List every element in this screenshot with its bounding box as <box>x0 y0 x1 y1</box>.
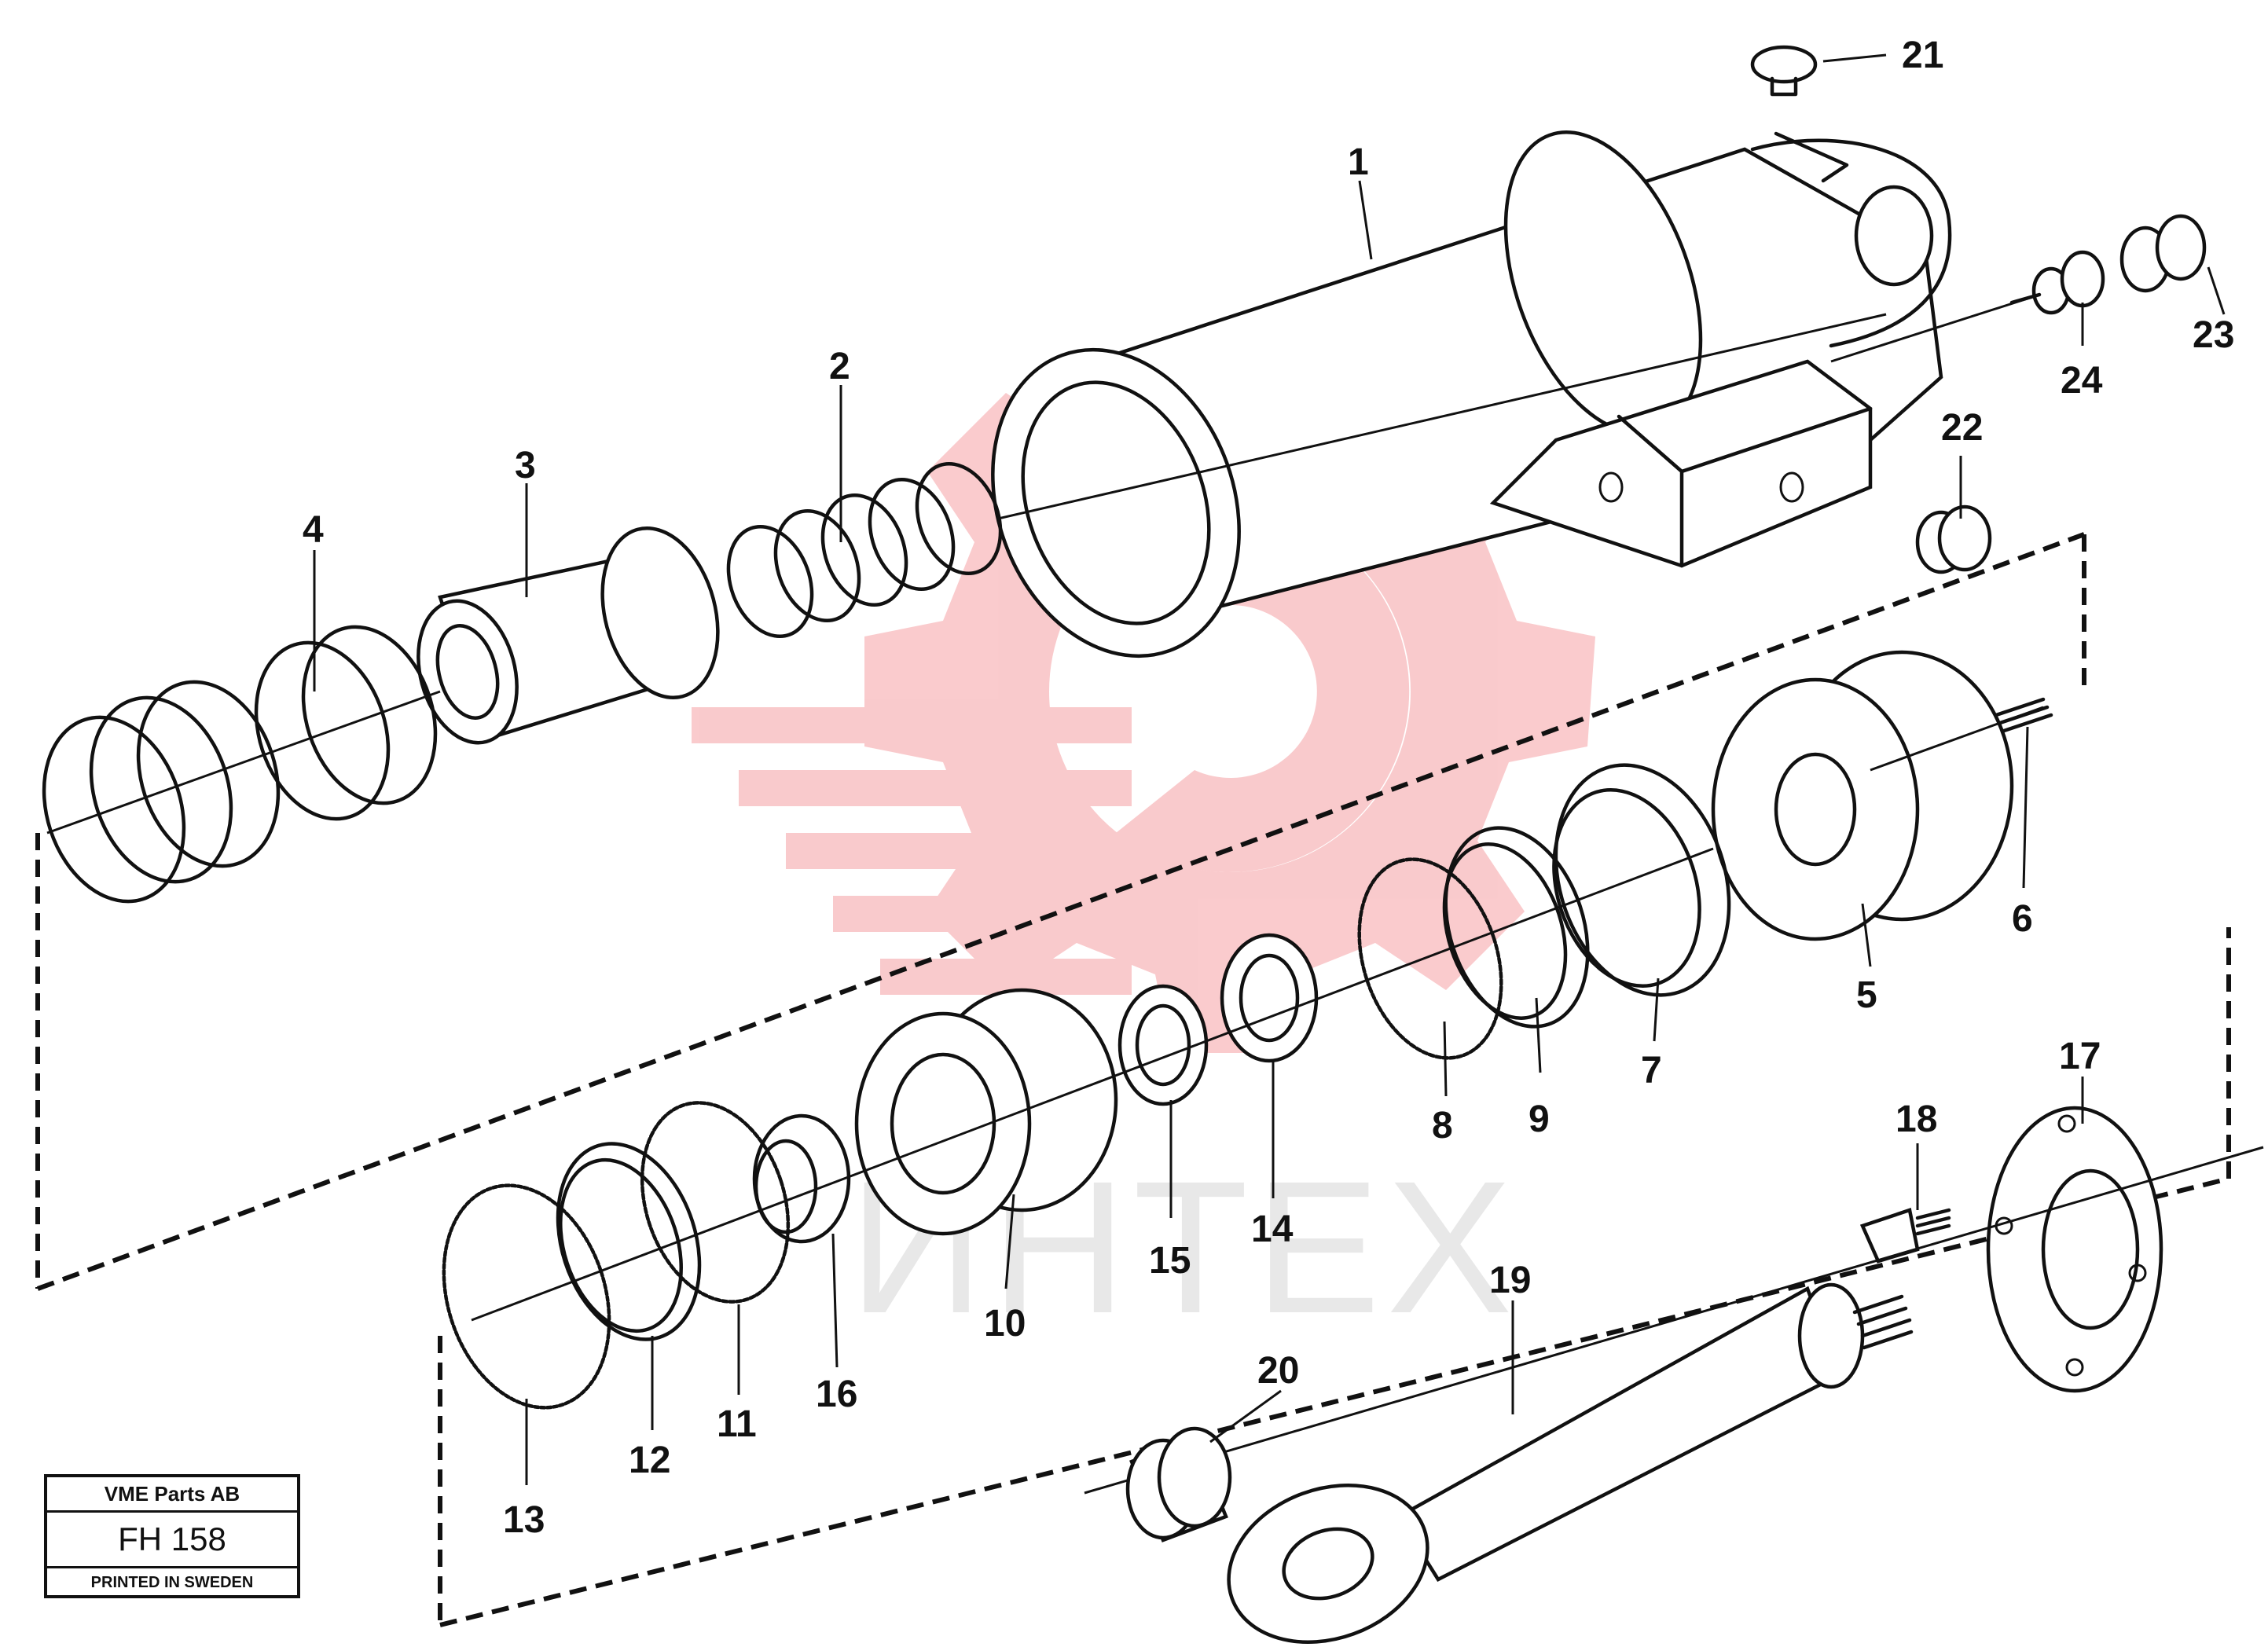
part-piston <box>1711 650 2014 941</box>
callout-11: 11 <box>717 1403 757 1445</box>
callout-14: 14 <box>1251 1209 1294 1250</box>
callout-20: 20 <box>1257 1350 1299 1392</box>
callout-7: 7 <box>1641 1050 1662 1091</box>
part-small-bushing <box>1117 984 1209 1106</box>
part-cylinder-barrel <box>991 130 1952 658</box>
callout-labels: 1 2 3 4 5 6 7 8 9 10 11 12 13 14 15 16 1… <box>303 35 2234 1541</box>
callout-19: 19 <box>1489 1260 1531 1301</box>
part-bolt <box>1859 1208 1951 1264</box>
callout-5: 5 <box>1856 974 1877 1016</box>
watermark-stripes <box>692 707 1132 995</box>
title-block-code: FH 158 <box>47 1513 297 1568</box>
callout-16: 16 <box>816 1374 857 1415</box>
part-piston-rod <box>1084 1146 2264 1644</box>
part-eye-bushing <box>1125 1426 1232 1542</box>
title-block-printed: PRINTED IN SWEDEN <box>90 1574 254 1591</box>
part-plug-21 <box>1750 45 1818 97</box>
part-screw <box>1870 697 2053 772</box>
part-bushing <box>1220 933 1319 1063</box>
part-ring-13 <box>442 1183 611 1410</box>
callout-6: 6 <box>2012 898 2033 940</box>
part-flange <box>1986 1106 2163 1393</box>
part-wiper <box>752 1113 851 1244</box>
piston-group-frame <box>35 532 2086 1291</box>
callout-15: 15 <box>1149 1240 1191 1282</box>
leader-lines <box>313 53 2226 1485</box>
title-block-company: VME Parts AB <box>47 1477 297 1513</box>
part-rod-seal-housing <box>854 988 1118 1236</box>
callout-12: 12 <box>629 1440 670 1481</box>
callout-8: 8 <box>1432 1105 1453 1146</box>
part-small-spring <box>726 461 1003 639</box>
title-block: VME Parts AB FH 158 PRINTED IN SWEDEN <box>44 1474 300 1598</box>
part-plug-22 <box>1915 504 1992 574</box>
callout-21: 21 <box>1902 35 1943 76</box>
callout-13: 13 <box>503 1499 545 1541</box>
part-ring-12 <box>556 1142 702 1341</box>
callout-9: 9 <box>1529 1099 1550 1140</box>
callout-24: 24 <box>2061 360 2103 402</box>
callout-3: 3 <box>515 445 536 486</box>
callout-10: 10 <box>984 1303 1026 1344</box>
part-ring-11 <box>640 1101 791 1304</box>
callout-1: 1 <box>1348 141 1369 183</box>
callout-23: 23 <box>2193 314 2234 356</box>
part-valve-24 <box>1830 250 2105 363</box>
part-large-spring <box>42 625 441 904</box>
callout-2: 2 <box>829 346 850 387</box>
callout-17: 17 <box>2059 1036 2101 1077</box>
part-plug-23 <box>2119 214 2207 293</box>
part-sleeve <box>417 526 720 745</box>
rod-group-frame <box>438 927 2231 1627</box>
callout-22: 22 <box>1941 407 1983 449</box>
callout-4: 4 <box>303 509 324 551</box>
callout-18: 18 <box>1896 1099 1937 1140</box>
